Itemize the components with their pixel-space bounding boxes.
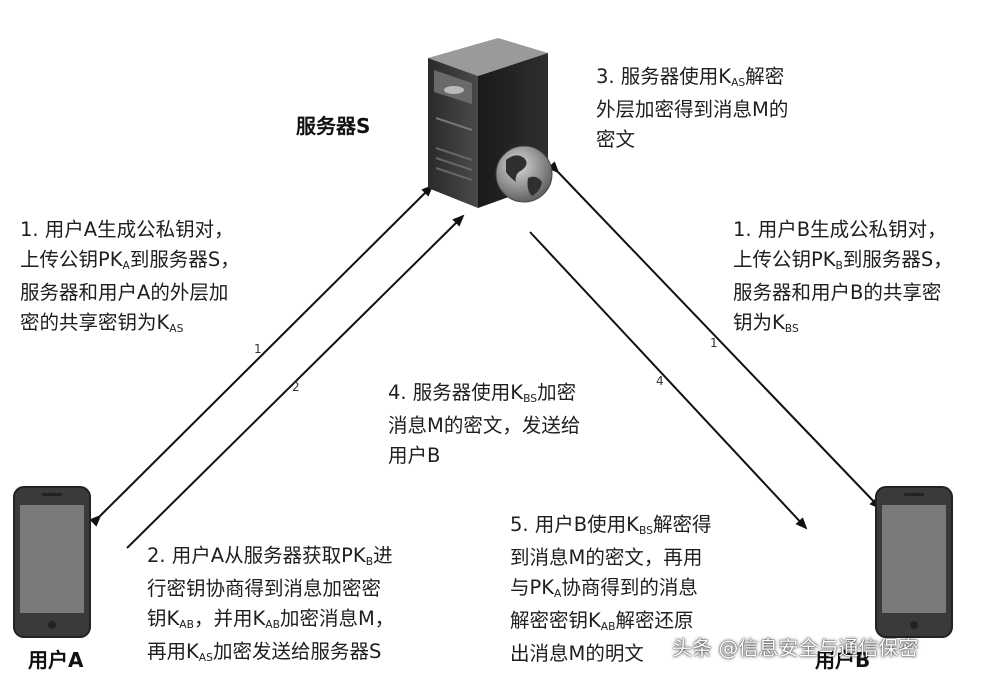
edge-number-b-up: 1	[710, 336, 718, 350]
note-1-user-a: 1. 用户A生成公私钥对， 上传公钥PKA到服务器S， 服务器和用户A的外层加 …	[20, 215, 240, 341]
edge-number-b-down: 4	[656, 374, 664, 388]
note-1-user-b: 1. 用户B生成公私钥对， 上传公钥PKB到服务器S， 服务器和用户B的共享密 …	[733, 218, 953, 335]
user-a-label: 用户A	[28, 648, 84, 672]
server-label: 服务器S	[296, 114, 371, 138]
phone-a-icon	[13, 486, 91, 638]
server-icon	[428, 38, 553, 208]
note-5-user-b-decrypt: 5. 用户B使用KBS解密得 到消息M的密文，再用 与PKA协商得到的消息 解密…	[510, 513, 712, 665]
edge-number-a-down: 2	[292, 380, 300, 394]
note-2-user-a-send: 2. 用户A从服务器获取PKB进 行密钥协商得到消息加密密 钥KAB，并用KAB…	[147, 544, 395, 664]
phone-b-icon	[875, 486, 953, 638]
note-4-server-forward: 4. 服务器使用KBS加密 消息M的密文，发送给 用户B	[388, 381, 581, 467]
arrow-user-a-to-server	[89, 184, 434, 527]
note-3-server-decrypt: 3. 服务器使用KAS解密 外层加密得到消息M的 密文	[596, 65, 789, 151]
user-b-label: 用户B	[815, 648, 871, 672]
watermark-text: 头条 @信息安全与通信保密	[672, 636, 919, 660]
note-line: 1. 用户A生成公私钥对，	[20, 218, 234, 241]
arrow-user-a-send	[126, 214, 465, 549]
arrow-user-b-to-server	[547, 161, 882, 510]
edge-number-a-up: 1	[254, 342, 262, 356]
